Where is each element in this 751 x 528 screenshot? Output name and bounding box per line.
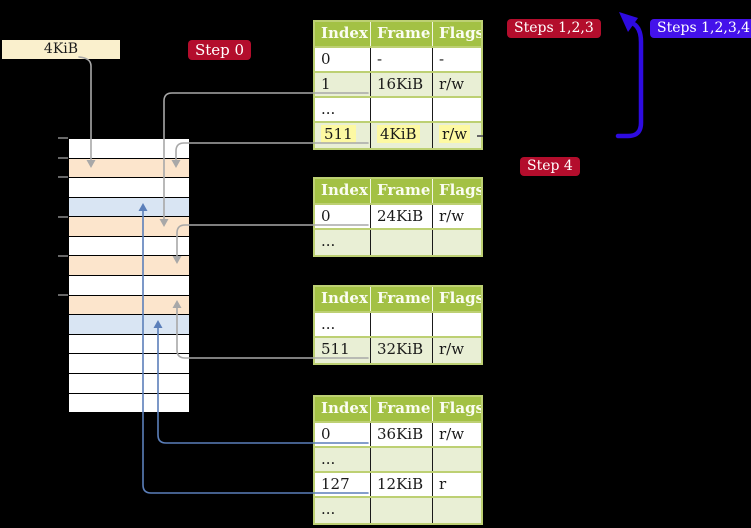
memory-frame-row-14 (69, 393, 189, 413)
col-header-frame: Frame (370, 397, 432, 421)
memory-frame-row-7 (69, 256, 189, 277)
memory-frame-row-8 (69, 276, 189, 296)
cell-flags: r/w (432, 338, 481, 363)
col-header-frame: Frame (370, 287, 432, 311)
cell-index: 511 (315, 123, 370, 148)
table-header-row: Index Frame Flags (315, 179, 481, 205)
cell-frame: - (370, 48, 432, 71)
col-header-frame: Frame (370, 179, 432, 203)
cell-index: ... (321, 315, 336, 333)
col-header-flags: Flags (432, 397, 481, 421)
cell-index: 511 (321, 340, 350, 358)
page-size-label: 4KiB (2, 40, 120, 59)
cell-index: ... (321, 100, 336, 118)
cell-index: 1 (321, 75, 331, 93)
cell-index: 127 (321, 475, 350, 493)
cell-flags: r/w (432, 123, 481, 148)
table-row-highlighted: 511 4KiB r/w (315, 123, 481, 148)
table-row: ... (315, 448, 481, 473)
table-row: 127 12KiB r (315, 473, 481, 498)
steps-123-badge: Steps 1,2,3 (507, 19, 601, 38)
cell-frame: 24KiB (370, 205, 432, 228)
cell-index: 0 (321, 50, 331, 68)
cell-flags (432, 498, 481, 523)
cell-flags (432, 98, 481, 121)
memory-frame-row-3 (69, 178, 189, 198)
memory-frame-row-1 (69, 139, 189, 159)
table-row: ... (315, 230, 481, 255)
table-row: ... (315, 313, 481, 338)
col-header-flags: Flags (432, 287, 481, 311)
cell-index: 0 (321, 425, 331, 443)
cell-frame (370, 498, 432, 523)
table-row: ... (315, 498, 481, 523)
recursive-loop-arrow (615, 12, 644, 139)
page-table-4: Index Frame Flags 0 36KiB r/w ... 127 12… (313, 395, 483, 525)
cell-frame: 12KiB (370, 473, 432, 496)
memory-frame-row-13 (69, 373, 189, 394)
cell-frame: 16KiB (370, 73, 432, 96)
cell-frame: 4KiB (370, 123, 432, 148)
cell-flags (432, 313, 481, 336)
step0-badge: Step 0 (188, 40, 252, 60)
memory-frame-row-9 (69, 295, 189, 316)
cell-flags (432, 230, 481, 255)
col-header-index: Index (321, 399, 368, 417)
cell-index: ... (321, 232, 336, 250)
table-row: 0 - - (315, 48, 481, 73)
loop-arrow-shaft (615, 20, 644, 139)
cell-flags: r (432, 473, 481, 496)
table-header-row: Index Frame Flags (315, 397, 481, 423)
cell-frame (370, 98, 432, 121)
arrowhead-up-left-icon (619, 12, 638, 32)
page-table-3: Index Frame Flags ... 511 32KiB r/w (313, 285, 483, 365)
cell-index: ... (321, 500, 336, 518)
cell-frame (370, 230, 432, 255)
highlight-mark: 511 (321, 125, 356, 143)
step4-badge: Step 4 (520, 157, 580, 176)
table-header-row: Index Frame Flags (315, 287, 481, 313)
table-row: 0 24KiB r/w (315, 205, 481, 230)
memory-frame-row-4 (69, 197, 189, 218)
cell-index: ... (321, 450, 336, 468)
memory-frame-row-6 (69, 236, 189, 257)
cell-flags (432, 448, 481, 471)
physical-memory-column (68, 138, 190, 413)
table-row: 1 16KiB r/w (315, 73, 481, 98)
memory-frame-row-11 (69, 334, 189, 355)
highlight-mark: r/w (439, 125, 471, 143)
col-header-frame: Frame (370, 22, 432, 46)
col-header-index: Index (321, 24, 368, 42)
cell-flags: r/w (432, 205, 481, 228)
memory-frame-row-12 (69, 354, 189, 374)
table-row: ... (315, 98, 481, 123)
memory-tick-marks (58, 137, 68, 296)
cell-frame (370, 448, 432, 471)
memory-frame-row-10 (69, 315, 189, 335)
steps-1234-badge: Steps 1,2,3,4 (650, 19, 751, 38)
cell-frame: 32KiB (370, 338, 432, 363)
col-header-index: Index (321, 289, 368, 307)
cell-frame (370, 313, 432, 336)
page-table-2: Index Frame Flags 0 24KiB r/w ... (313, 177, 483, 257)
table-row: 511 32KiB r/w (315, 338, 481, 363)
col-header-flags: Flags (432, 179, 481, 203)
col-header-index: Index (321, 181, 368, 199)
cell-index: 0 (321, 207, 331, 225)
col-header-flags: Flags (432, 22, 481, 46)
table-header-row: Index Frame Flags (315, 22, 481, 48)
page-table-1: Index Frame Flags 0 - - 1 16KiB r/w ... … (313, 20, 483, 150)
table-row: 0 36KiB r/w (315, 423, 481, 448)
cell-flags: - (432, 48, 481, 71)
highlight-mark: 4KiB (377, 125, 420, 143)
memory-frame-row-2 (69, 158, 189, 179)
cell-frame: 36KiB (370, 423, 432, 446)
cell-flags: r/w (432, 423, 481, 446)
memory-frame-row-5 (69, 217, 189, 237)
cell-flags: r/w (432, 73, 481, 96)
